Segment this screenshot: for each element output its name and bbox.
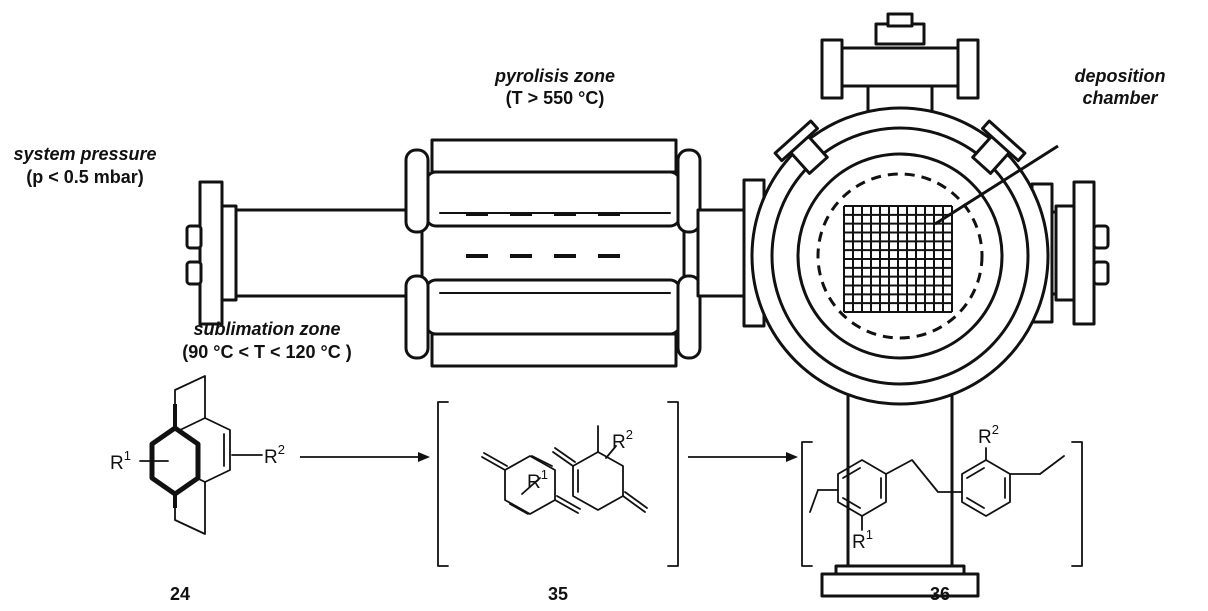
r2-symbol-36: R xyxy=(978,427,992,448)
cvd-apparatus xyxy=(185,12,1110,598)
compound-label-35: 35 xyxy=(548,584,568,604)
system-pressure-label: system pressure xyxy=(13,144,156,164)
svg-text:R2: R2 xyxy=(264,442,285,468)
compound-36-structure: R1 R2 xyxy=(801,422,1083,567)
pyrolysis-zone-label: pyrolisis zone xyxy=(494,66,615,86)
r1-index-36: 1 xyxy=(866,527,873,542)
sublimation-zone-label: sublimation zone xyxy=(193,319,340,339)
r1-symbol-36: R xyxy=(852,532,866,553)
reaction-arrow-2 xyxy=(688,452,798,462)
deposition-label-line2: chamber xyxy=(1082,88,1158,108)
compound-label-24: 24 xyxy=(170,584,190,604)
r2-index-36: 2 xyxy=(992,422,999,437)
apparatus-labels: pyrolisis zone (T > 550 °C) deposition c… xyxy=(13,66,1165,362)
reaction-scheme: R1 R2 R1 xyxy=(110,375,1083,604)
compound-label-36: 36 xyxy=(930,584,950,604)
deposition-chamber-body xyxy=(750,106,1050,406)
pyrolysis-furnace xyxy=(404,138,702,368)
reaction-arrow-1 xyxy=(300,452,430,462)
r2-symbol-35: R xyxy=(612,432,626,453)
pyrolysis-temp-label: (T > 550 °C) xyxy=(506,88,605,108)
svg-text:R1: R1 xyxy=(527,467,548,493)
svg-text:R1: R1 xyxy=(852,527,873,553)
r1-index-24: 1 xyxy=(124,448,131,463)
compound-35-structure: R1 R2 xyxy=(437,401,679,567)
r2-symbol-24: R xyxy=(264,447,278,468)
r1-symbol-24: R xyxy=(110,453,124,474)
sublimation-tube xyxy=(185,180,424,326)
r1-symbol-35: R xyxy=(527,472,541,493)
r1-index-35: 1 xyxy=(541,467,548,482)
svg-text:R2: R2 xyxy=(612,427,633,453)
r2-index-35: 2 xyxy=(626,427,633,442)
svg-text:R2: R2 xyxy=(978,422,999,448)
system-pressure-value: (p < 0.5 mbar) xyxy=(26,167,144,187)
deposition-label-line1: deposition xyxy=(1075,66,1166,86)
svg-text:R1: R1 xyxy=(110,448,131,474)
sublimation-temp-label: (90 °C < T < 120 °C ) xyxy=(182,342,351,362)
deposition-leader-line xyxy=(934,144,1059,226)
substrate-mesh xyxy=(843,205,953,313)
r2-index-24: 2 xyxy=(278,442,285,457)
compound-24-structure: R1 R2 xyxy=(110,375,285,535)
